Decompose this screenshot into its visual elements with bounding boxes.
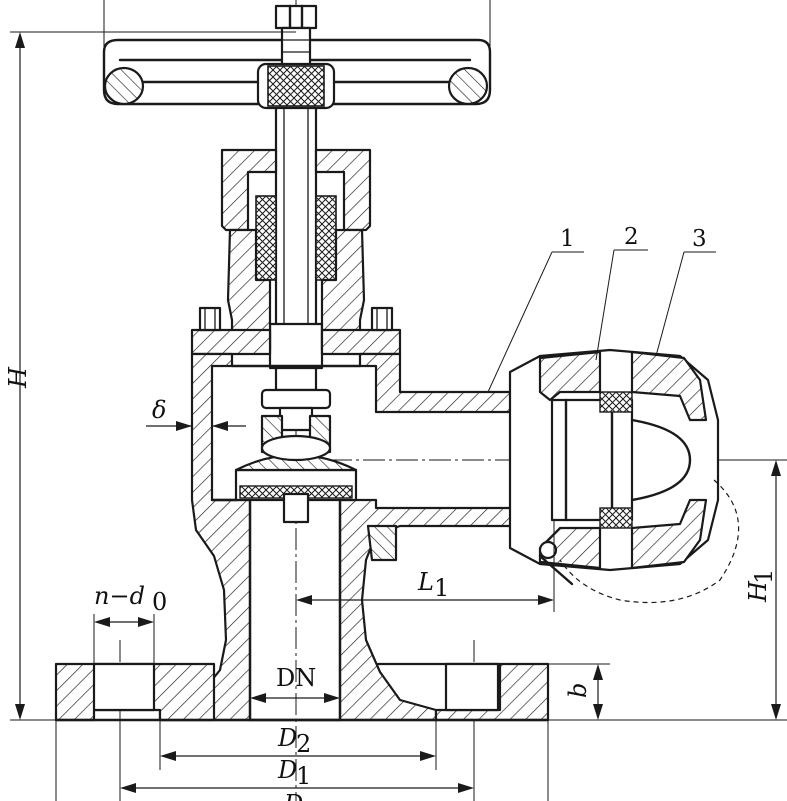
bonnet	[190, 148, 402, 356]
svg-text:H: H	[744, 580, 772, 603]
dimension-d-outer	[55, 720, 549, 801]
dimension-b	[548, 663, 610, 720]
callout-leaders	[487, 249, 716, 393]
dimension-d2	[159, 720, 437, 770]
label-dn: DN	[276, 664, 316, 692]
svg-text:0: 0	[152, 588, 167, 616]
dimension-l1	[296, 520, 555, 612]
svg-text:1: 1	[296, 762, 311, 790]
label-wall-thickness: δ	[152, 396, 166, 424]
label-l1: L 1	[417, 568, 449, 602]
svg-text:L: L	[417, 568, 434, 596]
dimension-d1	[119, 720, 475, 801]
svg-text:D: D	[277, 756, 297, 784]
label-d-outer: D	[283, 790, 303, 801]
dimension-bolt-holes	[93, 614, 155, 664]
label-bolt-holes: n−d 0	[94, 582, 167, 616]
label-h1: H 1	[744, 569, 778, 603]
svg-text:1: 1	[434, 574, 449, 602]
svg-text:1: 1	[750, 569, 778, 584]
label-d2: D 2	[277, 724, 311, 758]
base-flange	[54, 498, 550, 722]
label-h-total: H	[4, 366, 32, 389]
dimension-h-total	[10, 31, 296, 721]
callout-part-1: 1	[560, 226, 575, 252]
label-d1: D 1	[277, 756, 311, 790]
svg-text:D: D	[277, 724, 297, 752]
outlet-coupling	[508, 348, 740, 604]
handwheel	[102, 0, 492, 110]
svg-text:2: 2	[296, 730, 311, 758]
dimension-h1	[548, 459, 787, 721]
svg-text:n−d: n−d	[94, 582, 145, 610]
label-b: b	[564, 683, 592, 698]
callout-part-3: 3	[692, 226, 707, 252]
dimension-wall	[146, 421, 246, 431]
dimension-dn	[250, 693, 340, 703]
callout-part-2: 2	[624, 224, 639, 250]
